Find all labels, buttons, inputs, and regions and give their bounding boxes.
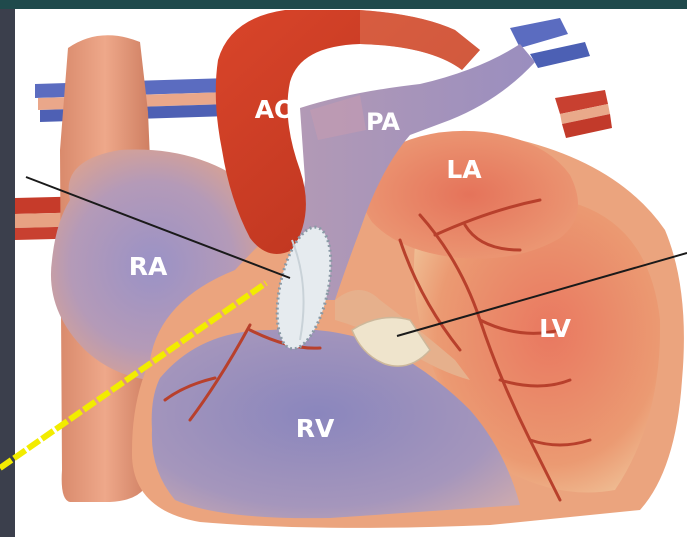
label-ao: AO <box>255 95 296 124</box>
left-bar <box>0 9 15 537</box>
label-rv: RV <box>296 414 335 443</box>
label-ra: RA <box>129 252 168 281</box>
label-pa: PA <box>366 108 400 136</box>
label-la: LA <box>446 155 482 184</box>
label-lv: LV <box>539 314 571 343</box>
top-band <box>0 0 687 9</box>
